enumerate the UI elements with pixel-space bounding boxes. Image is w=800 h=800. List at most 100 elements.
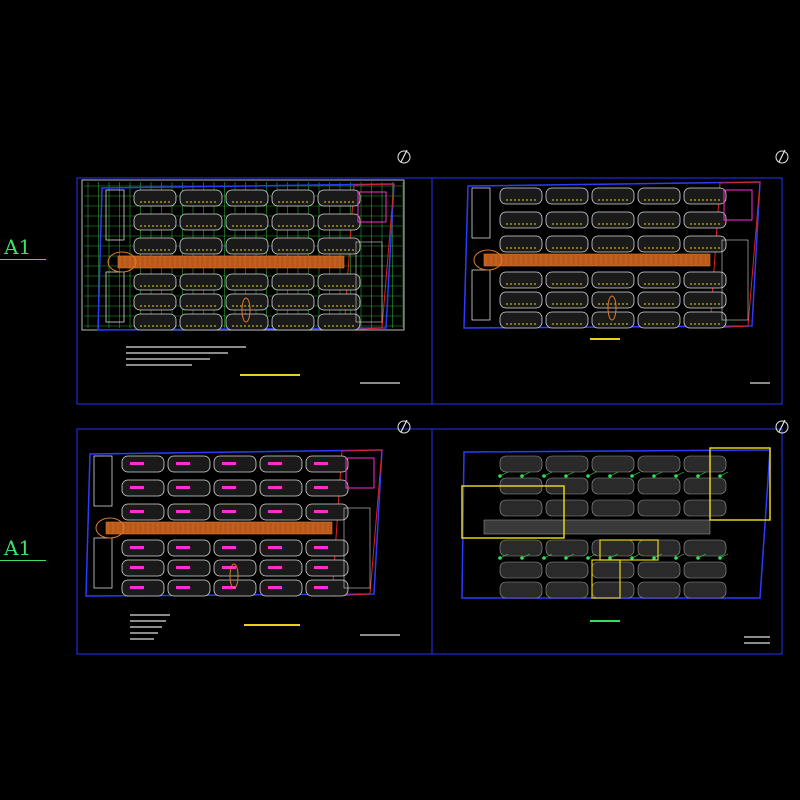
block-label-mark (314, 546, 328, 549)
city-block (683, 455, 727, 473)
city-block (637, 477, 681, 495)
lamp-leader (499, 471, 509, 477)
west-building (471, 269, 491, 321)
panel-landscape-plan (85, 449, 400, 640)
block-label-mark (130, 462, 144, 465)
city-block (317, 313, 361, 331)
site-boundary (85, 449, 383, 597)
west-building (93, 455, 113, 507)
lamp-leader (653, 471, 663, 477)
lamp-leader (587, 553, 597, 559)
lamp-leader (543, 553, 553, 559)
lamp-leader (697, 471, 707, 477)
central-avenue (117, 255, 345, 269)
block-label-mark (222, 586, 236, 589)
city-block (499, 271, 543, 289)
block-label-mark (176, 462, 190, 465)
city-block (317, 293, 361, 311)
city-block (683, 235, 727, 253)
block-label-mark (176, 546, 190, 549)
block-label-mark (130, 546, 144, 549)
site-boundary (463, 181, 761, 329)
city-block (637, 211, 681, 229)
city-block (499, 291, 543, 309)
legend-line (744, 642, 770, 644)
city-block (683, 499, 727, 517)
city-block (637, 455, 681, 473)
city-block (637, 581, 681, 599)
oval-feature (241, 297, 251, 323)
note-line (126, 358, 210, 360)
city-block (133, 237, 177, 255)
lamp-leader (609, 553, 619, 559)
city-block (683, 211, 727, 229)
city-block (225, 273, 269, 291)
block-label-mark (222, 486, 236, 489)
north-arrow-icon (397, 419, 411, 434)
city-block (591, 235, 635, 253)
sheet-label-top: A1 (4, 235, 32, 259)
central-avenue (105, 521, 333, 535)
block-label-mark (176, 586, 190, 589)
city-block (545, 455, 589, 473)
scale-bar (360, 382, 400, 384)
city-block (591, 187, 635, 205)
panel-grid-plan (81, 179, 405, 384)
lamp-leader (631, 553, 641, 559)
north-arrow-icon (775, 149, 789, 164)
city-block (683, 561, 727, 579)
city-block (591, 291, 635, 309)
note-line (130, 632, 158, 634)
city-block (591, 211, 635, 229)
city-block (637, 311, 681, 329)
note-line (126, 352, 228, 354)
lamp-leader (521, 471, 531, 477)
city-block (133, 213, 177, 231)
city-block (133, 293, 177, 311)
sheet-frame-bottom (76, 428, 783, 655)
city-block (317, 189, 361, 207)
block-label-mark (314, 486, 328, 489)
block-label-mark (176, 486, 190, 489)
panel-lighting-plan (461, 447, 771, 644)
city-block (499, 187, 543, 205)
block-label-mark (314, 510, 328, 513)
city-block (683, 271, 727, 289)
block-label-mark (314, 462, 328, 465)
note-line (130, 620, 166, 622)
city-block (591, 581, 635, 599)
east-building (721, 239, 749, 321)
city-block (591, 477, 635, 495)
block-label-mark (222, 510, 236, 513)
city-block (637, 291, 681, 309)
block-label-mark (130, 586, 144, 589)
north-arrows (397, 149, 789, 434)
city-block (591, 539, 635, 557)
city-block (179, 237, 223, 255)
west-building (93, 537, 113, 589)
block-label-mark (268, 566, 282, 569)
legend-line (744, 636, 770, 638)
city-block (499, 499, 543, 517)
note-line (126, 346, 246, 348)
oval-feature (229, 563, 239, 589)
note-line (126, 364, 192, 366)
city-block (637, 539, 681, 557)
city-block (545, 499, 589, 517)
zone-highlight (709, 447, 771, 521)
city-block (683, 187, 727, 205)
block-label-mark (222, 546, 236, 549)
sheet-label-bottom: A1 (4, 536, 32, 560)
lamp-leader (675, 471, 685, 477)
drawing-title-bar (240, 374, 300, 376)
city-block (683, 311, 727, 329)
city-block (591, 499, 635, 517)
east-plot (723, 189, 753, 221)
city-block (271, 273, 315, 291)
city-block (545, 581, 589, 599)
lamp-leader (719, 553, 729, 559)
city-block (499, 539, 543, 557)
city-block (271, 293, 315, 311)
block-label-mark (268, 510, 282, 513)
